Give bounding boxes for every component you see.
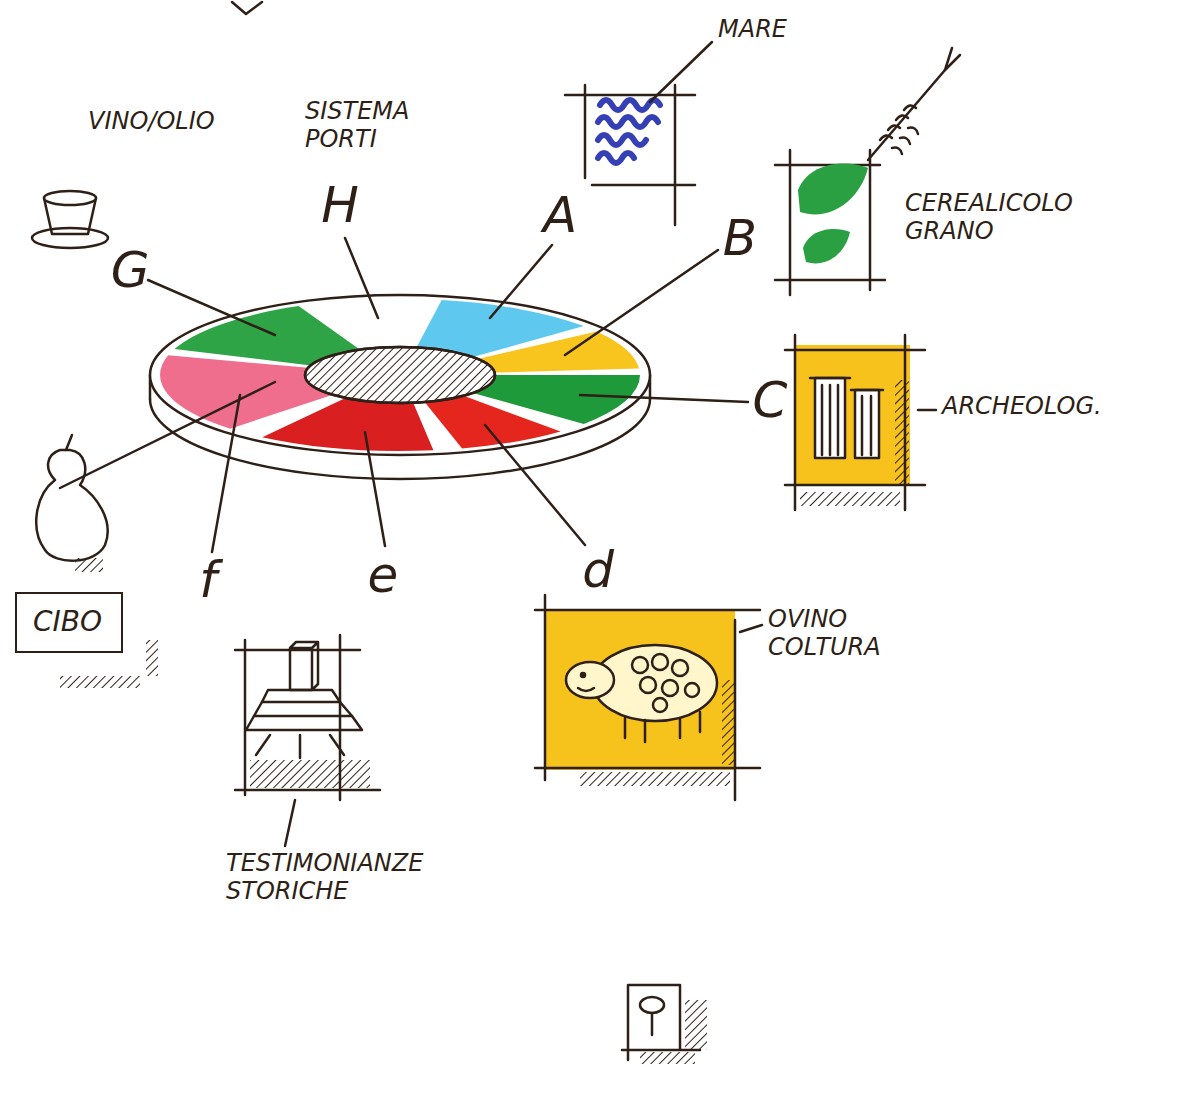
callout-letter: G [111,245,150,295]
archaeology-panel [785,335,936,510]
callout-letter: C [753,375,788,425]
panel-label: TESTIMONIANZE STORICHE [226,850,486,905]
panel-label: MARE [718,16,838,44]
food-box: CIBO [15,592,123,653]
segment-f [160,355,333,428]
callout-letter: f [199,555,217,605]
small-sketch [622,985,707,1064]
grain-panel [775,48,960,295]
theme-label: SISTEMA PORTI [305,98,455,153]
callout-letter: A [543,190,577,240]
callout-letter: d [582,545,614,595]
callout-letter: B [723,213,757,263]
sea-panel: MARE [565,85,695,225]
panel-label: CEREALICOLO GRANO [905,190,1120,245]
box-label: CIBO [33,606,105,638]
ring-diagram [150,295,650,479]
theme-label: VINO/OLIO [88,108,258,136]
segment-d [425,396,561,449]
leader-lines [60,238,748,552]
ring-hole [305,347,495,403]
history-panel [235,635,380,846]
history-panel: TESTIMONIANZE STORICHE [235,635,380,800]
sea-panel [565,42,712,225]
panel-label: OVINO COLTURA [768,606,933,661]
cup-sketch [32,191,108,248]
sketch-fragment [232,2,262,14]
archaeology-panel: ARCHEOLOG. [785,335,925,510]
callout-letter: e [368,550,399,600]
segment-b [478,331,639,372]
panel-label: ARCHEOLOG. [942,393,1132,421]
callout-letter: H [321,180,359,230]
grain-panel: CEREALICOLO GRANO [775,150,885,295]
sheep-panel: OVINO COLTURA [535,595,760,800]
sheep-panel [535,595,762,800]
